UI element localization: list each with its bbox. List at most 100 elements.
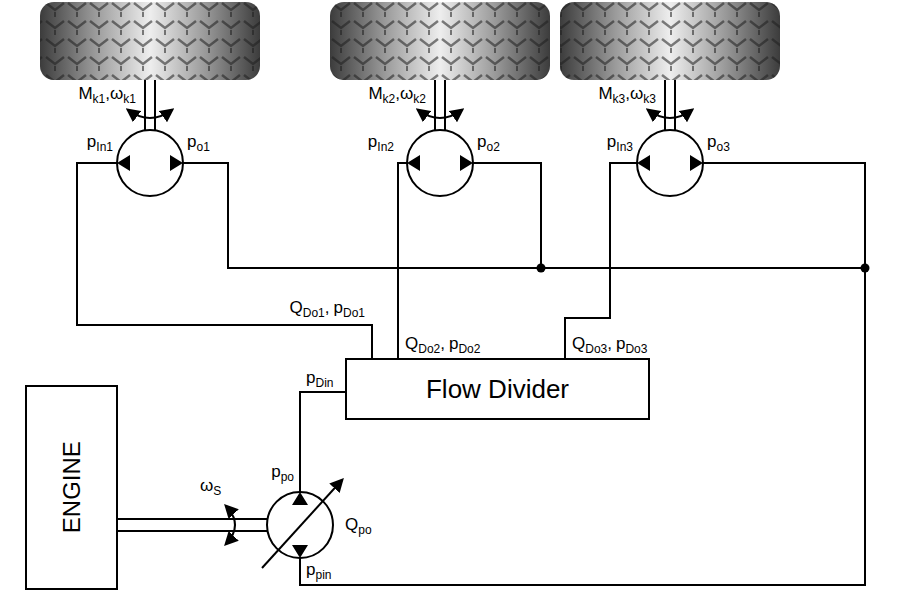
signal-label: pIn2: [368, 132, 394, 155]
return-line: [183, 163, 865, 268]
symbol: p: [271, 462, 280, 481]
signal-label: po3: [707, 132, 730, 155]
torque-arrow: [648, 110, 692, 118]
engine-shaft: [118, 519, 268, 531]
hydraulic-line: [77, 163, 372, 358]
subscript: po: [358, 523, 371, 537]
symbol: p: [187, 132, 196, 151]
signal-label: pIn1: [87, 132, 113, 155]
symbol: p: [306, 368, 315, 387]
symbol: ω: [110, 84, 123, 103]
subscript: k3: [613, 92, 626, 106]
subscript: k3: [643, 92, 656, 106]
subscript: pin: [315, 568, 331, 582]
motor-symbol: [407, 130, 473, 196]
motor-symbol: [637, 130, 703, 196]
symbol: ,: [607, 334, 612, 353]
subscript: o2: [486, 140, 499, 154]
signal-label: po2: [477, 132, 500, 155]
subscript: po: [281, 470, 294, 484]
symbol: p: [87, 132, 96, 151]
tire: [330, 2, 550, 80]
shaft: [665, 80, 675, 131]
signal-label: QDo3,pDo3: [572, 334, 647, 357]
shaft: [145, 80, 155, 131]
symbol: M: [598, 84, 612, 103]
signal-label: ωS: [200, 476, 221, 499]
signal-label: ppin: [306, 560, 331, 583]
subscript: Do2: [458, 342, 480, 356]
symbol: p: [477, 132, 486, 151]
subscript: o1: [196, 140, 209, 154]
symbol: ,: [440, 334, 445, 353]
subscript: Do2: [418, 342, 440, 356]
subscript: Din: [315, 376, 333, 390]
signal-label: ppo: [271, 462, 294, 485]
symbol: p: [449, 334, 458, 353]
variable-arrow: [262, 480, 342, 568]
subscript: Do1: [303, 306, 325, 320]
symbol: Q: [405, 334, 418, 353]
symbol: p: [334, 298, 343, 317]
subscript: k2: [383, 92, 396, 106]
symbol: M: [368, 84, 382, 103]
subscript: S: [213, 484, 221, 498]
signal-label: Mk3,ωk3: [598, 84, 656, 107]
signal-label: QDo1,pDo1: [290, 298, 365, 321]
engine-box: ENGINE: [25, 385, 118, 590]
junction-dot: [861, 264, 870, 273]
return-line: [473, 163, 541, 268]
signal-label: Qpo: [345, 515, 372, 538]
symbol: ω: [630, 84, 643, 103]
tire: [40, 2, 260, 80]
symbol: ,: [105, 84, 110, 103]
port-triangle: [292, 492, 308, 558]
symbol: M: [78, 84, 92, 103]
subscript: k1: [123, 92, 136, 106]
signal-label: QDo2,pDo2: [405, 334, 480, 357]
torque-arrow: [418, 110, 462, 118]
symbol: Q: [345, 515, 358, 534]
process-box: Flow Divider: [345, 358, 650, 420]
symbol: p: [707, 132, 716, 151]
symbol: p: [368, 132, 377, 151]
signal-label: pDin: [306, 368, 333, 391]
port-triangle: [637, 155, 703, 171]
junction-dot: [537, 264, 546, 273]
subscript: k1: [93, 92, 106, 106]
subscript: Do1: [343, 306, 365, 320]
torque-arrow: [128, 110, 172, 118]
shaft: [435, 80, 445, 131]
motor-symbol: [117, 130, 183, 196]
signal-label: po1: [187, 132, 210, 155]
signal-label: Mk1,ωk1: [78, 84, 136, 107]
pressure-line: [300, 392, 345, 492]
symbol: ω: [200, 476, 213, 495]
torque-arrow: [226, 506, 235, 544]
symbol: p: [607, 132, 616, 151]
subscript: In3: [616, 140, 633, 154]
hydraulic-line: [398, 163, 407, 358]
tire: [560, 2, 780, 80]
subscript: Do3: [585, 342, 607, 356]
symbol: ,: [625, 84, 630, 103]
subscript: In2: [377, 140, 394, 154]
port-triangle: [407, 155, 473, 171]
node-text: Flow Divider: [426, 375, 569, 404]
hydraulic-line: [565, 163, 637, 358]
symbol: Q: [290, 298, 303, 317]
return-line: [300, 163, 865, 585]
symbol: Q: [572, 334, 585, 353]
signal-label: Mk2,ωk2: [368, 84, 426, 107]
symbol: p: [616, 334, 625, 353]
symbol: p: [306, 560, 315, 579]
port-triangle: [117, 155, 183, 171]
symbol: ,: [325, 298, 330, 317]
symbol: ,: [395, 84, 400, 103]
signal-label: pIn3: [607, 132, 633, 155]
symbol: ω: [400, 84, 413, 103]
subscript: Do3: [625, 342, 647, 356]
node-text: ENGINE: [58, 441, 84, 533]
subscript: o3: [716, 140, 729, 154]
